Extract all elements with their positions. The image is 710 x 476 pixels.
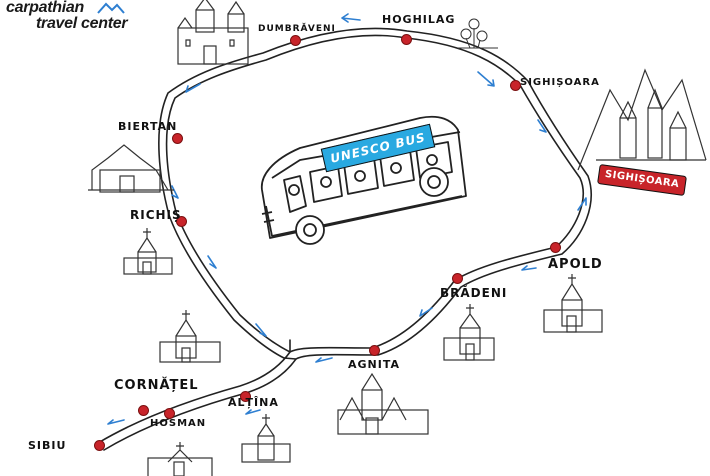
label-hosman: HOSMAN [150, 418, 207, 429]
marker-agnita[interactable] [369, 345, 380, 356]
marker-dumbraveni[interactable] [290, 35, 301, 46]
marker-apold[interactable] [550, 242, 561, 253]
mountain-logo-icon [97, 2, 125, 14]
label-dumbraveni: DUMBRĂVENI [258, 24, 336, 34]
marker-altana[interactable] [240, 391, 251, 402]
label-bradeni: BRĂDENI [440, 286, 508, 300]
brand-logo: carpathian travel center [6, 0, 128, 32]
label-agnita: AGNITA [348, 358, 401, 371]
label-apold: APOLD [548, 257, 603, 272]
marker-sighisoara[interactable] [510, 80, 521, 91]
church-altina-icon [241, 414, 291, 463]
label-cornatel: CORNĂȚEL [114, 378, 199, 393]
marker-sibiu[interactable] [94, 440, 105, 451]
label-biertan: BIERTAN [118, 120, 178, 133]
label-altana: ALȚÎNA [228, 396, 279, 409]
brand-line-1: carpathian [6, 0, 84, 16]
brand-line-2: travel center [36, 15, 128, 32]
castle-dumbraveni-icon [177, 0, 249, 65]
church-apold-icon [543, 274, 603, 333]
bus-illustration [260, 115, 467, 245]
marker-hosman[interactable] [164, 408, 175, 419]
church-richis-icon [123, 228, 173, 275]
label-hoghilag: HOGHILAG [382, 13, 456, 26]
church-agnita-icon [337, 372, 429, 435]
marker-bradeni[interactable] [452, 273, 463, 284]
label-richis: RICHIȘ [130, 208, 182, 222]
church-bradeni-icon [443, 304, 495, 361]
marker-richis[interactable] [176, 216, 187, 227]
road-loop [97, 27, 592, 451]
castle-sighisoara-icon [577, 68, 707, 171]
label-sighisoara: SIGHIȘOARA [520, 77, 600, 88]
label-sibiu: SIBIU [28, 439, 67, 452]
direction-arrows [107, 13, 587, 425]
flowers-icon [458, 18, 498, 49]
marker-biertan[interactable] [172, 133, 183, 144]
marker-hoghilag[interactable] [401, 34, 412, 45]
marker-cornatel[interactable] [138, 405, 149, 416]
church-cornatel-icon [159, 310, 221, 363]
church-hosman-icon [147, 442, 213, 476]
church-biertan-icon [88, 144, 174, 193]
